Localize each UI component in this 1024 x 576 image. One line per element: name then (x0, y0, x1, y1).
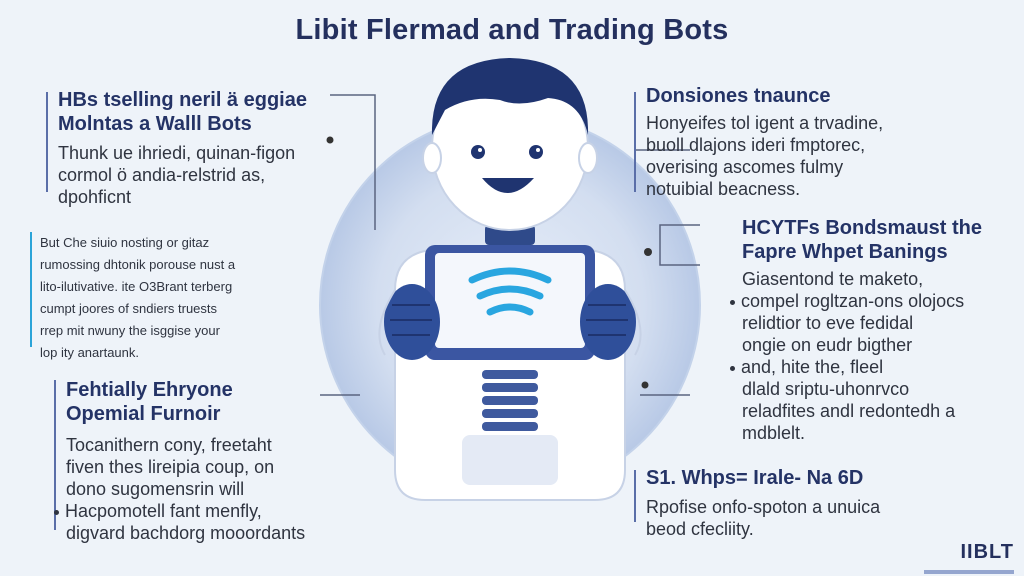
left-bottom-bullet-1: Hacpomotell fant menfly, (54, 500, 356, 522)
right-mid-sub-5: mdblelt. (742, 423, 806, 443)
left-mid-line-3: lito-ilutivative. ite O3Brant terberg (40, 279, 233, 294)
right-top-line-3: overising ascomes fulmy (646, 157, 844, 177)
bullet-icon (54, 509, 59, 515)
right-bottom-heading: S1. Whps= Irale- Na 6D (646, 467, 864, 489)
left-bottom-bullet-1-text: Hacpomotell fant menfly, (65, 501, 262, 521)
left-top-section: HBs tselling neril ä eggiae Molntas a Wa… (58, 88, 338, 208)
right-bottom-line-1: Rpofise onfo-spoton a unuica (646, 497, 881, 517)
right-mid-bullet-2-text: and, hite the, fleel (741, 357, 884, 377)
left-bottom-bullet-2: digvard bachdorg mooordants (66, 523, 306, 543)
left-mid-section: But Che siuio nosting or gitaz rumossing… (40, 232, 280, 364)
left-bottom-line-3: dono sugomensrin will (66, 479, 245, 499)
right-mid-heading-2: Fapre Whpet Banings (742, 241, 948, 263)
right-top-line-4: notuibial beacness. (646, 179, 801, 199)
right-bottom-line-2: beod cfecliity. (646, 519, 754, 539)
brand-logo: IIBLT (960, 541, 1014, 563)
right-mid-heading-1: HCYTFs Bondsmaust the (742, 217, 983, 239)
left-bottom-heading-2: Opemial Furnoir (66, 403, 221, 425)
left-top-heading-2: Molntas a Walll Bots (58, 113, 252, 135)
left-mid-line-5: rrep mit nwuny the isggise your (40, 323, 220, 338)
right-top-line-1: Honyeifes tol igent a trvadine, (646, 113, 884, 133)
left-mid-line-1: But Che siuio nosting or gitaz (40, 235, 210, 250)
left-top-bar (46, 92, 48, 192)
right-mid-bullet-1: compel rogltzan-ons olojocs (730, 290, 1012, 312)
left-bottom-line-1: Tocanithern cony, freetaht (66, 435, 272, 455)
right-bottom-section: S1. Whps= Irale- Na 6D Rpofise onfo-spot… (646, 466, 946, 540)
logo-underline (924, 570, 1014, 574)
left-top-heading-1: HBs tselling neril ä eggiae (58, 89, 307, 111)
left-bottom-heading-1: Fehtially Ehryone (66, 379, 233, 401)
left-mid-line-2: rumossing dhtonik porouse nust a (40, 257, 236, 272)
bullet-icon (730, 365, 735, 371)
right-mid-section: HCYTFs Bondsmaust the Fapre Whpet Baning… (730, 216, 1012, 444)
left-top-line-2: cormol ö andia-relstrid as, (58, 165, 266, 185)
left-bottom-bar (54, 380, 56, 530)
right-mid-line-1: Giasentond te maketo, (742, 269, 924, 289)
right-mid-sub-1: relidtior to eve fedidal (742, 313, 914, 333)
left-mid-line-6: lop ity anartaunk. (40, 345, 140, 360)
right-top-section: Donsiones tnaunce Honyeifes tol igent a … (646, 84, 946, 200)
right-top-heading: Donsiones tnaunce (646, 85, 831, 107)
right-mid-sub-4: reladfites andl redontedh a (742, 401, 956, 421)
left-bottom-section: Fehtially Ehryone Opemial Furnoir Tocani… (54, 378, 356, 544)
right-mid-bullet-2: and, hite the, fleel (730, 356, 1012, 378)
right-mid-sub-3: dlald sriptu-uhonrvco (742, 379, 910, 399)
left-bottom-line-2: fiven thes lireipia coup, on (66, 457, 275, 477)
left-top-line-1: Thunk ue ihriedi, quinan-figon (58, 143, 296, 163)
left-mid-bar (30, 232, 32, 347)
right-mid-bullet-1-text: compel rogltzan-ons olojocs (741, 291, 965, 311)
left-top-line-3: dpohficnt (58, 187, 132, 207)
bullet-icon (730, 299, 735, 305)
left-mid-line-4: cumpt joores of sndiers truests (40, 301, 218, 316)
right-top-line-2: buoll dlajons ideri fmptorec, (646, 135, 866, 155)
right-mid-sub-2: ongie on eudr bigther (742, 335, 913, 355)
right-bottom-bar (634, 470, 636, 522)
right-top-bar (634, 92, 636, 192)
page-title: Libit Flermad and Trading Bots (295, 14, 729, 46)
